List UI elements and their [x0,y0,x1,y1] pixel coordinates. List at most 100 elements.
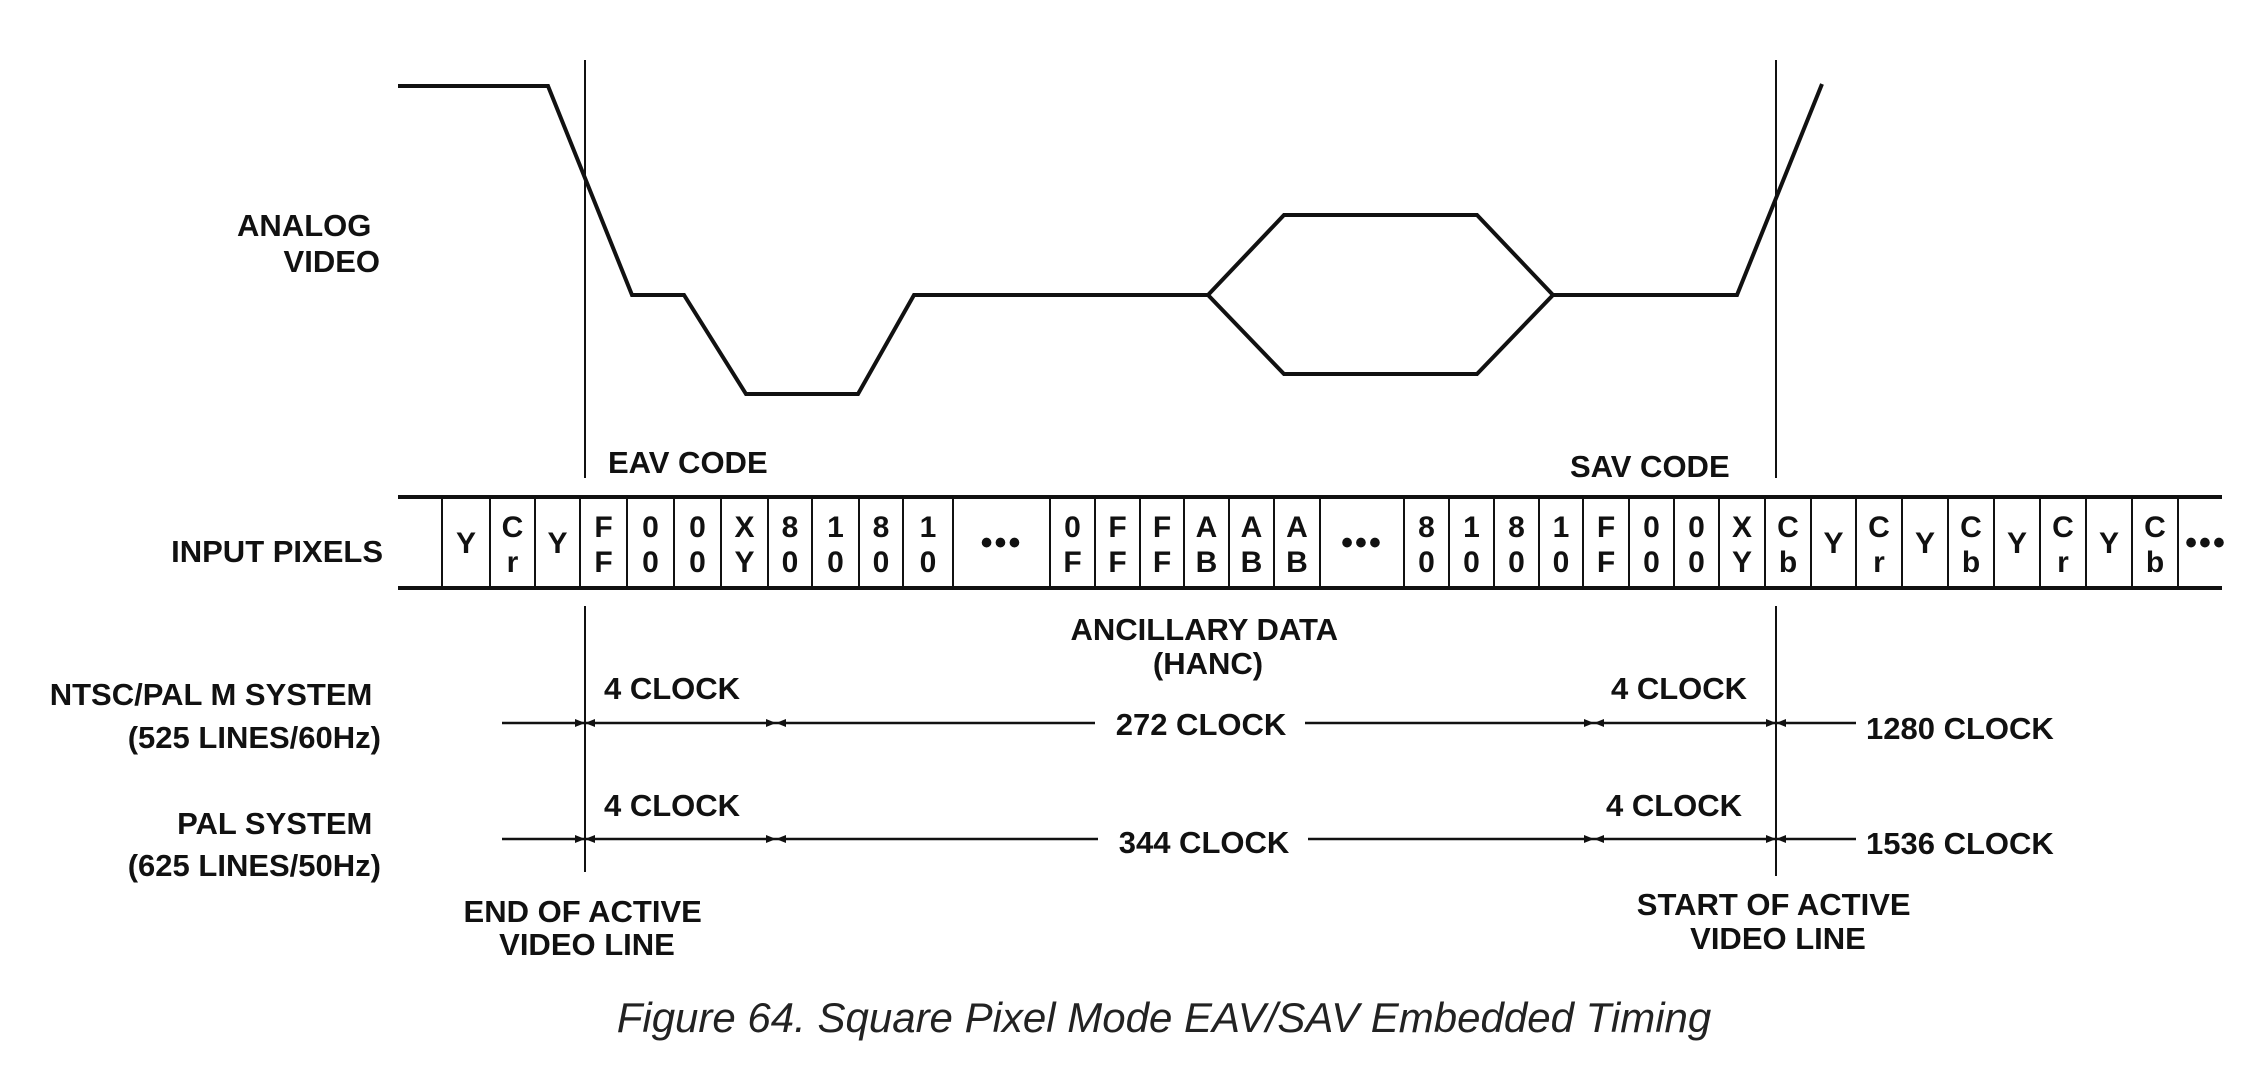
pixel-cell-upper: 0 [1064,511,1081,544]
pixel-cell-upper: 8 [782,511,799,544]
pixel-cell-lower: 0 [1508,546,1525,579]
pixel-cell-upper: 8 [1418,511,1435,544]
analog-label-line2: VIDEO [284,244,380,279]
pixel-cell-upper: 8 [873,511,890,544]
ancillary-label-line2: (HANC) [1153,646,1263,681]
pixel-cell-lower: 0 [827,546,844,579]
analog-waveform [398,83,1824,396]
ntsc-system-label: NTSC/PAL M SYSTEM (525 LINES/60Hz) [50,677,381,755]
analog-video-label: ANALOG VIDEO [237,208,380,279]
pixel-cell-lower: b [2146,546,2164,579]
pal-sav-clock: 4 CLOCK [1606,788,1743,823]
pixel-cell-upper: 1 [827,511,844,544]
pal-system-label: PAL SYSTEM (625 LINES/50Hz) [128,806,381,883]
pixel-cell-lower: 0 [1643,546,1660,579]
start-of-active-video-label: START OF ACTIVE VIDEO LINE [1637,887,1919,956]
pixel-cell-lower: F [594,546,612,579]
pixel-cell-lower: r [507,546,519,579]
pal-blank-clock: 344 CLOCK [1119,825,1290,860]
pixel-cell-lower: 0 [1463,546,1480,579]
ntsc-eav-clock: 4 CLOCK [604,671,741,706]
pal-active-clock: 1536 CLOCK [1866,826,2054,861]
pixel-cell-lower: F [1108,546,1126,579]
pixel-cell-upper: 0 [689,511,706,544]
pixel-cell-text: Y [456,527,476,560]
pixel-cell-text: Y [2099,527,2119,560]
pixel-cell-lower: 0 [1688,546,1705,579]
pixel-cell-upper: 1 [920,511,937,544]
pixel-cell-upper: X [1732,511,1752,544]
pixel-cell: Y [456,527,476,560]
eav-code-label: EAV CODE [608,445,768,480]
pixel-cell-lower: Y [1732,546,1752,579]
end-label-line1: END OF ACTIVE [464,894,702,929]
pixel-cell-lower: b [1779,546,1797,579]
pixel-cell-text: Y [547,527,567,560]
input-pixels-label: INPUT PIXELS [171,534,383,569]
pixel-cell-upper: 8 [1508,511,1525,544]
ntsc-active-clock: 1280 CLOCK [1866,711,2054,746]
pal-label-line1: PAL SYSTEM [177,806,372,841]
ancillary-label-line1: ANCILLARY DATA [1071,612,1338,647]
end-label-line2: VIDEO LINE [499,927,675,962]
pixel-cell: Y [547,527,567,560]
pixel-cell: Y [2099,527,2119,560]
ntsc-blank-clock: 272 CLOCK [1116,707,1287,742]
pixel-cell-upper: F [1597,511,1615,544]
pixel-cell-upper: C [1777,511,1799,544]
pixel-cell-lower: Y [734,546,754,579]
pixel-cell-lower: 0 [689,546,706,579]
ntsc-label-line2: (525 LINES/60Hz) [128,720,381,755]
pixel-cell-lower: 0 [782,546,799,579]
pixel-cell-lower: B [1286,546,1308,579]
pixel-cell-lower: r [2057,546,2069,579]
ntsc-sav-clock: 4 CLOCK [1611,671,1748,706]
pixel-cell-text: Y [1823,527,1843,560]
pixel-cell-upper: 0 [642,511,659,544]
pixel-cell-lower: B [1241,546,1263,579]
pixel-cell-upper: A [1241,511,1263,544]
pixel-cell: Y [2007,527,2027,560]
pixel-cell-upper: A [1286,511,1308,544]
pixel-cell-upper: F [594,511,612,544]
pixel-cell: Y [1823,527,1843,560]
ancillary-data-label: ANCILLARY DATA (HANC) [1071,612,1346,681]
sav-code-label: SAV CODE [1570,449,1730,484]
pixel-cell-lower: r [1873,546,1885,579]
pixel-cell-upper: 0 [1643,511,1660,544]
start-label-line1: START OF ACTIVE [1637,887,1911,922]
pixel-cell-lower: 0 [1553,546,1570,579]
pixel-ellipsis: ••• [981,524,1023,562]
pixel-cell-lower: F [1063,546,1081,579]
analog-waveform-lower [1206,293,1555,376]
pixel-cell-upper: 0 [1688,511,1705,544]
pixel-cell-lower: 0 [1418,546,1435,579]
pixel-cell-lower: 0 [920,546,937,579]
analog-label-line1: ANALOG [237,208,371,243]
pixel-cell-lower: F [1597,546,1615,579]
pixel-cell-upper: F [1108,511,1126,544]
